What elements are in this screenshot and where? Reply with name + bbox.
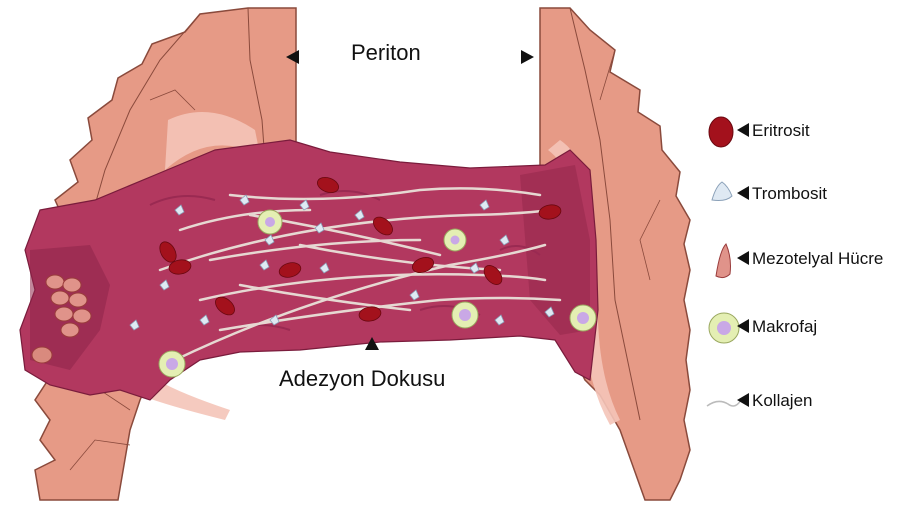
legend-label-trombosit: Trombosit — [752, 184, 827, 204]
mesothelial-cell-icon — [716, 244, 731, 278]
collagen-fiber-icon — [707, 398, 742, 406]
legend-label-eritrosit: Eritrosit — [752, 121, 810, 141]
erythrocyte-icon — [709, 117, 733, 147]
legend-label-mezotelyal: Mezotelyal Hücre — [752, 249, 883, 269]
legend-label-kollajen: Kollajen — [752, 391, 813, 411]
legend-label-makrofaj: Makrofaj — [752, 317, 817, 337]
legend-icons — [707, 117, 749, 407]
periton-label: Periton — [351, 40, 421, 66]
adhesion-label: Adezyon Dokusu — [279, 366, 445, 392]
periton-right-pointer — [521, 50, 534, 64]
platelet-icon — [712, 182, 732, 201]
